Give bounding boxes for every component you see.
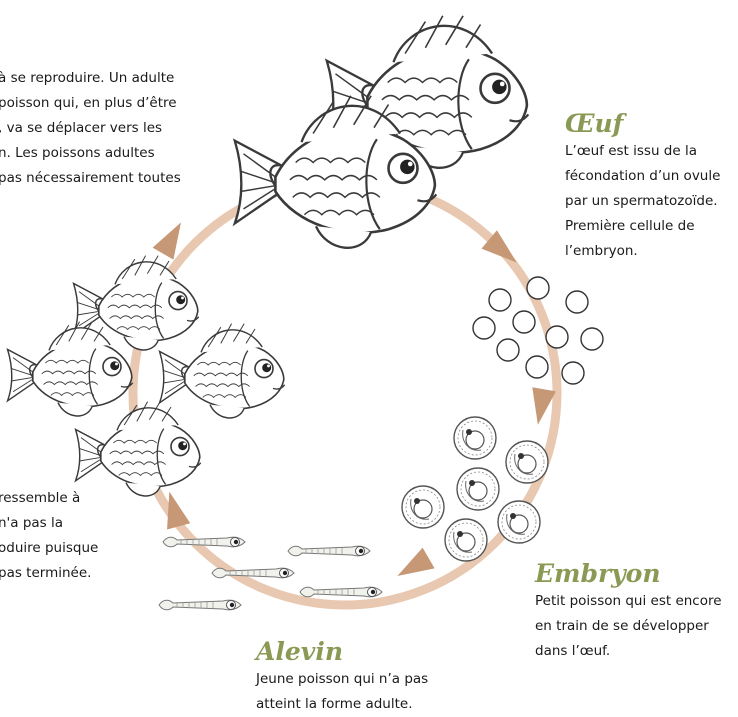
egg-stage: Œuf L’œuf est issu de la fécondation d’u… — [565, 109, 737, 264]
larva-line: atteint la forme adulte. — [256, 695, 413, 712]
adult-line: à se reproduire. Un adulte — [0, 70, 175, 86]
larva-icon — [299, 586, 383, 598]
egg-line: fécondation d’un ovule — [565, 167, 721, 184]
egg-icon — [565, 290, 589, 314]
embryo-icon — [401, 485, 445, 529]
arrow-icon — [391, 547, 435, 587]
larva-stage-description: Jeune poisson qui n’a pas atteint la for… — [256, 667, 466, 717]
juvenile-line: pas terminée. — [0, 565, 92, 581]
larva-line: Jeune poisson qui n’a pas — [256, 670, 429, 687]
larva-icon — [211, 567, 295, 579]
egg-icon — [580, 327, 604, 351]
embryo-icon — [444, 518, 488, 562]
embryo-stage: Embryon Petit poisson qui est encore en … — [535, 559, 738, 664]
adult-line: n. Les poissons adultes — [0, 145, 155, 161]
egg-line: l’embryon. — [565, 242, 638, 259]
egg-icon — [488, 288, 512, 312]
embryo-line: dans l’œuf. — [535, 642, 611, 659]
adult-line: poisson qui, en plus d’être — [0, 95, 177, 111]
fish-icon — [6, 320, 134, 417]
eggs-group — [472, 276, 604, 385]
egg-icon — [472, 316, 496, 340]
embryo-line: Petit poisson qui est encore — [535, 592, 722, 609]
juvenile-fish-group — [6, 254, 286, 497]
larva-stage-title: Alevin — [256, 637, 343, 666]
juvenile-line: oduire puisque — [0, 540, 99, 556]
larva-icon — [162, 536, 246, 548]
egg-line: L’œuf est issu de la — [565, 142, 698, 159]
adult-line: pas nécessairement toutes — [0, 170, 181, 186]
fish-icon — [74, 400, 202, 497]
egg-stage-title: Œuf — [565, 109, 624, 138]
fish-icon — [158, 322, 286, 419]
embryo-icon — [505, 440, 549, 484]
egg-icon — [525, 355, 549, 379]
embryo-line: en train de se développer — [535, 617, 709, 634]
juvenile-line: ressemble à — [0, 490, 81, 506]
egg-icon — [512, 310, 536, 334]
larva-icon — [287, 545, 371, 557]
embryos-group — [401, 416, 549, 562]
embryo-icon — [456, 467, 500, 511]
egg-line: par un spermatozoïde. — [565, 192, 718, 209]
egg-stage-description: L’œuf est issu de la fécondation d’un ov… — [565, 139, 737, 264]
embryo-stage-description: Petit poisson qui est encore en train de… — [535, 589, 738, 664]
adult-fish-group — [233, 14, 530, 250]
egg-icon — [561, 361, 585, 385]
larva-stage: Alevin Jeune poisson qui n’a pas atteint… — [256, 637, 466, 717]
juvenile-description: ressemble à n'a pas la oduire puisque pa… — [0, 486, 138, 586]
larvae-group — [158, 536, 383, 611]
embryo-icon — [497, 500, 541, 544]
larva-icon — [158, 599, 242, 611]
egg-icon — [496, 338, 520, 362]
adult-line: , va se déplacer vers les — [0, 120, 163, 136]
juvenile-line: n'a pas la — [0, 515, 64, 531]
embryo-icon — [453, 416, 497, 460]
egg-line: Première cellule de — [565, 217, 695, 234]
egg-icon — [526, 276, 550, 300]
adult-description: à se reproduire. Un adulte poisson qui, … — [0, 66, 218, 191]
egg-icon — [545, 325, 569, 349]
embryo-stage-title: Embryon — [535, 559, 661, 588]
